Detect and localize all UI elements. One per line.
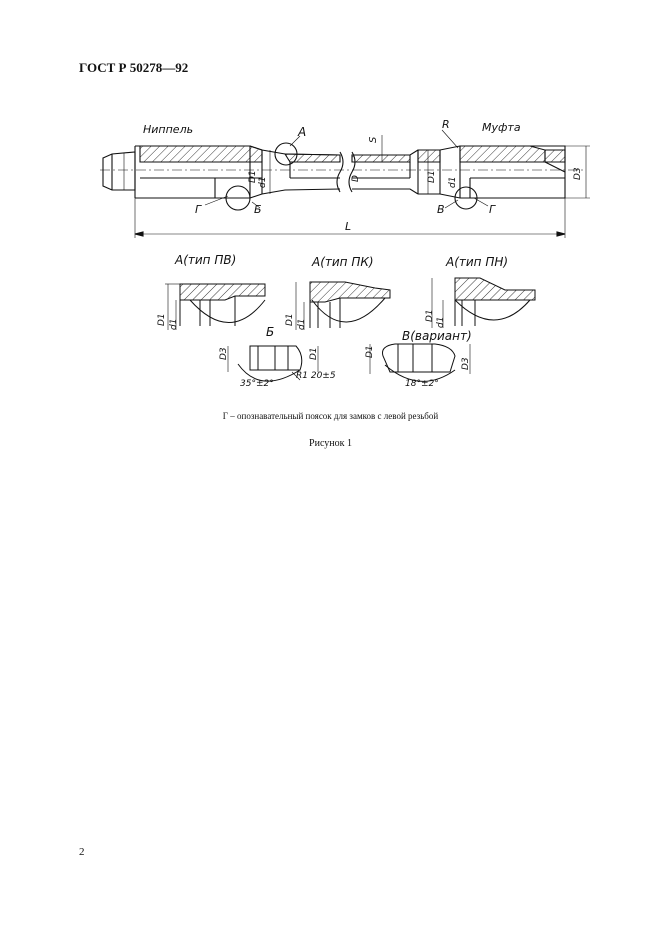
label-V-right: В <box>437 203 445 216</box>
detail-a-pn-d1: d1 <box>436 317 446 328</box>
label-G-left: Г <box>195 203 202 216</box>
detail-a-pn <box>431 277 536 328</box>
pipe-main-view <box>100 129 590 238</box>
label-S: S <box>368 136 379 143</box>
detail-a-pv-D1: D1 <box>157 313 167 326</box>
detail-b-D1: D1 <box>309 347 319 360</box>
detail-b-radius: R1 20±5 <box>296 371 336 381</box>
label-B-left: Б <box>254 203 262 216</box>
detail-a-pk <box>295 281 391 330</box>
detail-v-angle: 18°±2° <box>405 379 439 389</box>
detail-b <box>227 345 319 382</box>
detail-a-pk-title: А(тип ПК) <box>311 255 374 269</box>
label-nipple: Ниппель <box>143 123 193 136</box>
label-coupling: Муфта <box>482 121 521 134</box>
detail-a-pv <box>165 283 266 330</box>
detail-b-title: Б <box>266 325 274 339</box>
figure-title: Рисунок 1 <box>309 438 352 449</box>
label-L: L <box>345 220 351 233</box>
label-D: D <box>351 175 361 182</box>
label-D1-left: D1 <box>248 170 258 183</box>
label-R: R <box>442 118 450 131</box>
detail-a-pv-title: А(тип ПВ) <box>174 253 236 267</box>
detail-v <box>369 343 471 382</box>
detail-a-pv-d1: d1 <box>169 319 179 330</box>
detail-b-D3: D3 <box>219 347 229 360</box>
detail-a-pk-d1: d1 <box>297 319 307 330</box>
detail-v-title: В(вариант) <box>402 329 472 343</box>
figure-note: Г – опознавательный поясок для замков с … <box>222 411 439 421</box>
label-D1-right: D1 <box>427 170 437 183</box>
label-A: А <box>297 125 306 139</box>
detail-v-D1: D1 <box>365 345 375 358</box>
page-number: 2 <box>79 846 85 858</box>
detail-b-angle: 35°±2° <box>240 379 274 389</box>
label-d1-right: d1 <box>448 177 458 188</box>
detail-a-pk-D1: D1 <box>285 313 295 326</box>
standard-header: ГОСТ Р 50278—92 <box>79 60 189 75</box>
detail-a-pn-title: А(тип ПН) <box>445 255 508 269</box>
label-D3: D3 <box>573 167 583 180</box>
detail-v-D3: D3 <box>461 357 471 370</box>
label-d1-left: d1 <box>258 177 268 188</box>
label-G-right: Г <box>489 203 496 216</box>
detail-a-pn-D1: D1 <box>425 309 435 322</box>
